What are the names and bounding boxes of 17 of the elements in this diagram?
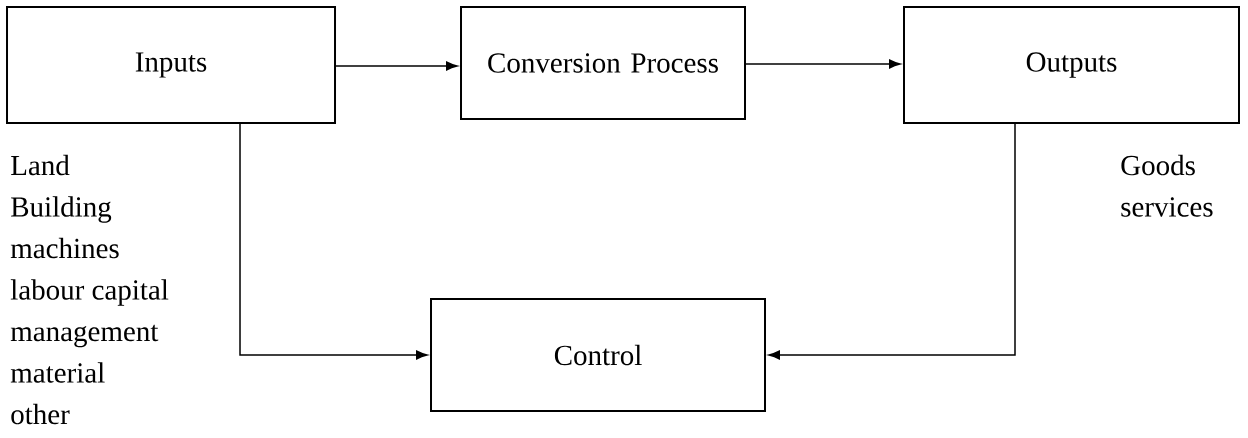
side-text: Building <box>11 196 112 223</box>
arrow <box>239 123 428 360</box>
side-text: services <box>1121 197 1213 217</box>
process-box: Inputs <box>6 6 336 124</box>
process-box: Control <box>430 298 766 412</box>
process-box: Conversion Process <box>460 6 746 120</box>
side-text: material <box>10 362 105 383</box>
arrow <box>335 61 458 71</box>
side-text: other <box>11 403 70 425</box>
side-text: Goods <box>1121 154 1195 176</box>
side-text: Land <box>11 154 70 176</box>
side-text: machines <box>10 237 119 259</box>
arrow <box>768 123 1016 360</box>
side-text: management <box>10 324 159 348</box>
arrow <box>745 59 901 69</box>
process-box: Outputs <box>903 6 1240 124</box>
side-text: labour capital <box>10 279 169 306</box>
